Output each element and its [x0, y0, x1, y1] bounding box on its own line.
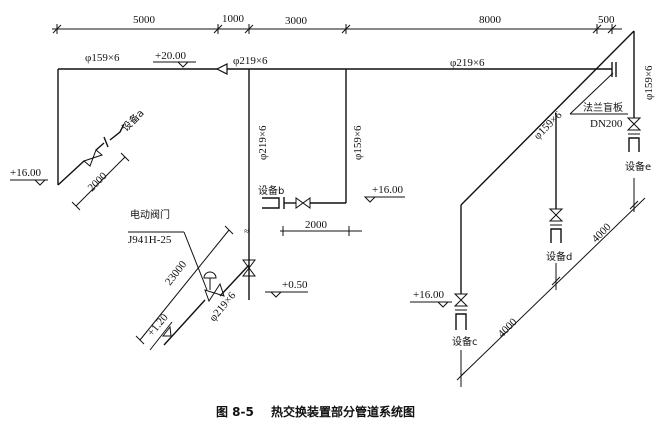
pipe-label-top-right: φ219×6 — [450, 57, 485, 69]
svg-text:2000: 2000 — [305, 219, 328, 231]
dim-3000: 3000 — [285, 15, 308, 27]
equipment-e: 设备e — [625, 117, 651, 173]
svg-text:设备d: 设备d — [546, 250, 572, 263]
svg-text:J941H-25: J941H-25 — [128, 234, 172, 246]
svg-text:DN200: DN200 — [590, 118, 623, 130]
svg-text:2000: 2000 — [86, 170, 110, 194]
svg-text:设备e: 设备e — [625, 160, 651, 173]
elevation-top: +20.00 — [153, 50, 196, 68]
right-branch-pipes — [460, 30, 635, 294]
svg-text:法兰盲板: 法兰盲板 — [583, 101, 623, 114]
dim-8000: 8000 — [479, 14, 502, 26]
flow-arrow-icon — [215, 63, 228, 75]
blind-flange-note: 法兰盲板 DN200 — [569, 72, 628, 130]
pipe-label-riser-b: φ159×6 — [352, 125, 364, 160]
break-mark-icon: ≈ — [244, 226, 249, 236]
equipment-b-label: 设备b — [258, 184, 284, 197]
svg-text:+16.00: +16.00 — [10, 167, 41, 179]
motor-valve-note: 电动阀门 J941H-25 — [128, 208, 208, 291]
elevation-valve: +0.50 — [265, 279, 308, 298]
svg-text:+0.50: +0.50 — [282, 279, 308, 291]
svg-text:4000: 4000 — [496, 316, 520, 340]
dim-1000: 1000 — [222, 13, 245, 25]
elevation-b: +16.00 — [363, 184, 405, 203]
main-riser: ≈ — [242, 69, 256, 300]
figure-title: 热交换装置部分管道系统图 — [271, 404, 415, 419]
main-header-pipe — [57, 62, 617, 185]
valve-icon — [453, 293, 469, 307]
pipe-label-top-mid: φ219×6 — [233, 55, 268, 67]
svg-text:设备c: 设备c — [452, 335, 478, 348]
dim-2000-b: 2000 — [280, 219, 362, 236]
branch-equipment-b — [262, 69, 347, 209]
elevation-bottom: +1.20 — [145, 311, 173, 351]
valve-icon — [295, 197, 311, 209]
pipe-label-top-left: φ159×6 — [85, 52, 120, 64]
elevation-left: +16.00 — [10, 167, 48, 186]
top-dimension-chain: 5000 1000 3000 8000 500 — [52, 13, 622, 34]
svg-text:+20.00: +20.00 — [155, 50, 186, 62]
svg-text:+16.00: +16.00 — [413, 289, 444, 301]
figure-number: 图 8-5 — [216, 405, 254, 419]
dim-5000: 5000 — [133, 14, 156, 26]
elevation-c: +16.00 — [410, 289, 452, 308]
bottom-inlet-pipe — [163, 264, 250, 346]
equipment-c: 设备c — [452, 293, 478, 348]
motor-valve-icon — [204, 282, 225, 303]
pipe-label-bottom-diag: φ219×6 — [207, 289, 239, 324]
valve-icon — [626, 117, 642, 131]
pipe-label-riser-e: φ159×6 — [643, 65, 655, 100]
equipment-a-label: 设备a — [119, 106, 147, 134]
equipment-d: 设备d — [546, 208, 572, 263]
valve-icon — [82, 149, 104, 167]
svg-text:电动阀门: 电动阀门 — [130, 208, 170, 221]
svg-text:+1.20: +1.20 — [145, 311, 171, 339]
svg-text:4000: 4000 — [590, 221, 614, 245]
pipe-label-diag-right: φ159×6 — [532, 109, 565, 142]
dim-500: 500 — [598, 14, 615, 26]
pipe-label-riser-main: φ219×6 — [257, 125, 269, 160]
svg-text:+16.00: +16.00 — [372, 184, 403, 196]
valve-icon — [548, 208, 564, 222]
branch-equipment-a — [57, 123, 125, 186]
dim-2000-a: 2000 — [71, 152, 130, 211]
valve-icon — [242, 259, 256, 277]
